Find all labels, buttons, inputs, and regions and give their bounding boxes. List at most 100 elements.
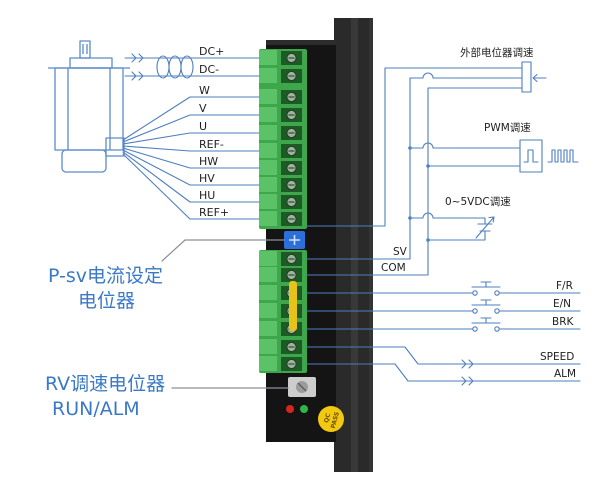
psv-callout-line2: 电位器 <box>78 290 135 312</box>
pwm-source-box <box>519 139 543 173</box>
rv-callout-line2: RUN/ALM <box>52 398 140 420</box>
rv-callout-line1: RV调速电位器 <box>45 373 165 395</box>
motor-shaft-key <box>79 40 91 59</box>
junction-dot <box>408 216 412 220</box>
speed-control-wiring: SV COM 外部电位器调速 PWM调速 0~5VDC调速 <box>306 46 579 276</box>
en-push-switch <box>471 299 501 314</box>
run-led <box>300 405 308 413</box>
choke-coil-loop-2 <box>168 55 182 79</box>
fr-switch-contact <box>472 290 478 296</box>
label-u: U <box>199 120 207 133</box>
label-sv: SV <box>393 246 408 258</box>
external-pot-wiper-arrow <box>532 73 547 83</box>
speed-potentiometer-slot <box>297 382 307 392</box>
motor-drawing <box>48 40 130 173</box>
control-io-wiring: F/R E/N BRK SPEED ALM <box>306 280 581 386</box>
psv-callout-line1: P-sv电流设定 <box>48 265 163 287</box>
pwm-waveform <box>547 149 579 163</box>
label-dc-minus: DC- <box>199 63 219 76</box>
alarm-led <box>286 405 294 413</box>
left-callouts: P-sv电流设定 电位器 RV调速电位器 RUN/ALM <box>45 239 289 420</box>
terminal-tab <box>259 50 277 65</box>
label-v: V <box>199 102 207 115</box>
brk-switch-contact <box>472 326 478 332</box>
brk-switch-contact <box>494 326 500 332</box>
junction-dot <box>426 238 430 242</box>
external-pot-resistor <box>521 61 532 93</box>
label-brk: BRK <box>552 316 574 328</box>
external-pot-label: 外部电位器调速 <box>460 46 534 59</box>
top-terminal-block <box>259 49 307 229</box>
yellow-jumper-wire <box>289 281 297 331</box>
external-potentiometer-symbol <box>521 61 547 93</box>
voltage-signal-wire <box>409 212 486 225</box>
heatsink-edge <box>369 18 373 472</box>
fr-push-switch <box>471 281 501 296</box>
terminal-tab <box>259 125 277 140</box>
ref-minus-wire <box>122 145 260 152</box>
terminal-tab <box>259 160 277 175</box>
voltage-label: 0~5VDC调速 <box>445 196 511 208</box>
voltage-source-symbol <box>475 216 495 239</box>
qc-pass-sticker: QC PASS <box>318 406 344 432</box>
alm-arrow-icon <box>461 376 474 386</box>
voltage-ground-wire <box>427 230 486 241</box>
motor-wiring <box>122 96 260 220</box>
v-wire <box>122 114 260 143</box>
terminal-tab <box>259 251 277 266</box>
pwm-box-pulse <box>523 149 539 163</box>
label-hv: HV <box>199 172 215 185</box>
label-hw: HW <box>199 155 218 168</box>
label-dc-plus: DC+ <box>199 45 224 58</box>
label-ref-plus: REF+ <box>199 206 229 219</box>
heatsink-highlight <box>351 18 358 472</box>
brk-switch-button <box>471 317 501 324</box>
current-setting-potentiometer-cross <box>289 235 300 245</box>
hv-wire <box>122 149 260 186</box>
en-switch-contact <box>494 308 500 314</box>
label-ref-minus: REF- <box>199 138 224 151</box>
sv-wire <box>306 72 523 260</box>
dc-supply-wiring <box>124 53 260 81</box>
label-com: COM <box>381 262 406 274</box>
pwm-source-symbol <box>519 139 579 173</box>
voltage-source-adjust-arrow <box>475 216 495 239</box>
choke-coil-loop-3 <box>180 55 194 79</box>
driver-hardware: QC PASS <box>259 18 373 472</box>
hu-wire <box>122 151 260 203</box>
terminal-tab <box>259 177 277 192</box>
speed-wire <box>306 346 581 365</box>
motor-wire-exit <box>105 137 125 157</box>
dc-minus-arrow-icon <box>131 71 144 81</box>
terminal-tab <box>259 303 277 318</box>
qc-sticker-line2: PASS <box>330 411 341 429</box>
label-alm: ALM <box>554 368 576 380</box>
junction-dot <box>426 164 430 168</box>
label-en: E/N <box>553 298 571 310</box>
pwm-label: PWM调速 <box>484 122 531 134</box>
terminal-tab <box>259 107 277 122</box>
terminal-tab <box>259 68 277 83</box>
terminal-tab <box>259 211 277 226</box>
terminal-tab <box>259 267 277 282</box>
alm-wire <box>306 363 581 382</box>
brk-push-switch <box>471 317 501 332</box>
driver-body-bevel <box>266 40 336 45</box>
w-wire <box>122 96 260 141</box>
terminal-tab <box>259 143 277 158</box>
fr-switch-button <box>471 281 501 288</box>
terminal-tab <box>259 356 277 371</box>
terminal-tab <box>259 89 277 104</box>
junction-dot <box>408 146 412 150</box>
label-w: W <box>199 84 210 97</box>
dc-plus-arrow-icon <box>131 53 144 63</box>
en-switch-button <box>471 299 501 306</box>
hw-wire <box>122 147 260 169</box>
terminal-tab <box>259 194 277 209</box>
en-switch-contact <box>472 308 478 314</box>
motor-flange <box>69 57 113 69</box>
pwm-signal-wire <box>409 142 521 149</box>
choke-coil-loop-1 <box>156 55 170 79</box>
label-hu: HU <box>199 189 215 202</box>
